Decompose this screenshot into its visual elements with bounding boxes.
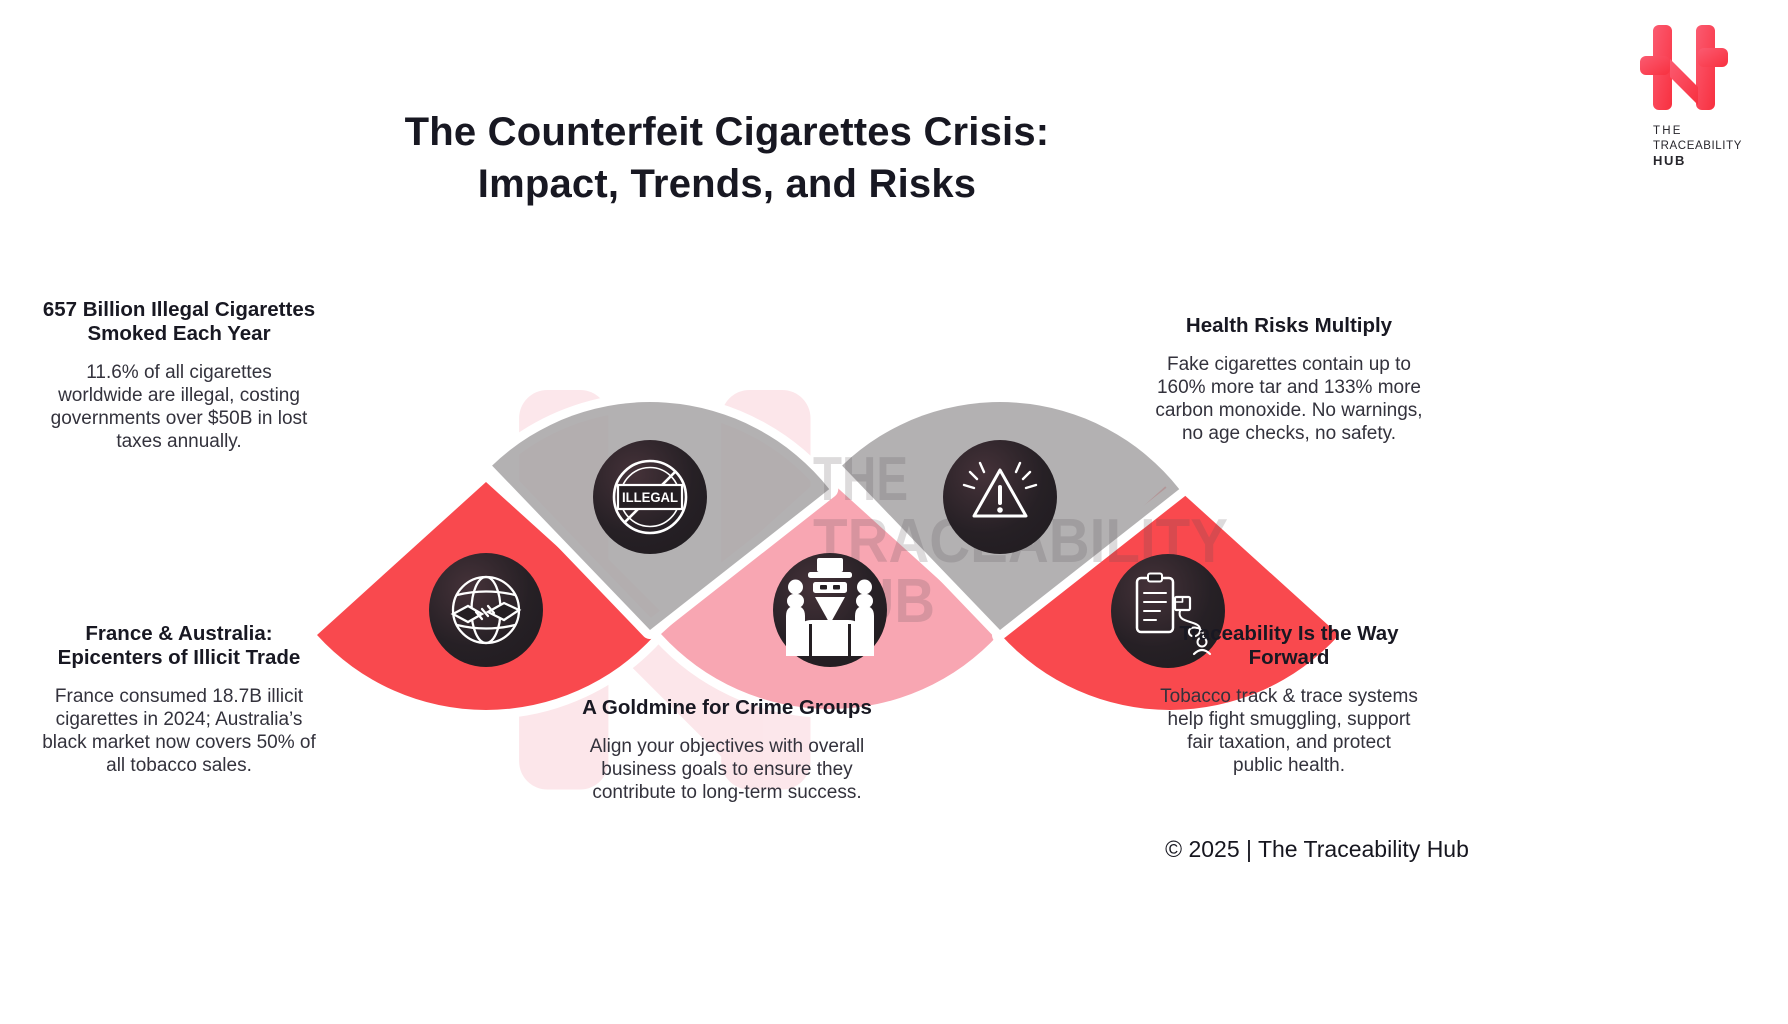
brand-logo-icon (1640, 25, 1728, 110)
section-health-risks-heading: Health Risks Multiply (1185, 314, 1393, 337)
illegal-stamp-icon: ILLEGAL (593, 440, 707, 554)
section-france-australia-heading: France & Australia: Epicenters of Illici… (57, 622, 301, 669)
section-traceability-heading: Traceability Is the Way Forward (1179, 622, 1399, 669)
section-health-risks-body: Fake cigarettes contain up to 160% more … (1155, 354, 1423, 444)
section-crime-groups-heading: A Goldmine for Crime Groups (582, 696, 872, 719)
brand-word-line2: TRACEABILITY (1653, 139, 1742, 152)
globe-handshake-icon (429, 553, 543, 667)
section-france-australia: France & Australia: Epicenters of Illici… (18, 622, 340, 777)
watermark-line-1: THE (813, 445, 908, 514)
page-title: The Counterfeit Cigarettes Crisis: Impac… (404, 110, 1050, 206)
crime-group-icon (773, 553, 887, 667)
section-illegal-cigarettes-heading: 657 Billion Illegal Cigarettes Smoked Ea… (42, 298, 316, 345)
brand-wordmark: THE TRACEABILITY HUB (1653, 124, 1742, 168)
section-traceability: Traceability Is the Way Forward Tobacco … (1128, 622, 1450, 777)
section-france-australia-body: France consumed 18.7B illicit cigarettes… (42, 686, 316, 776)
track-trace-icon (1111, 554, 1225, 668)
section-crime-groups-body: Align your objectives with overall busin… (589, 736, 865, 803)
section-crime-groups: A Goldmine for Crime Groups Align your o… (566, 696, 888, 804)
brand-word-line3: HUB (1653, 153, 1686, 168)
section-illegal-cigarettes: 657 Billion Illegal Cigarettes Smoked Ea… (18, 298, 340, 453)
section-illegal-cigarettes-body: 11.6% of all cigarettes worldwide are il… (50, 362, 308, 452)
illegal-stamp-label: ILLEGAL (622, 490, 678, 505)
copyright-footer: © 2025 | The Traceability Hub (1165, 836, 1469, 862)
warning-triangle-icon (943, 440, 1057, 554)
brand-word-line1: THE (1653, 125, 1683, 137)
section-traceability-body: Tobacco track & trace systems help fight… (1160, 686, 1418, 776)
section-health-risks: Health Risks Multiply Fake cigarettes co… (1128, 314, 1450, 445)
